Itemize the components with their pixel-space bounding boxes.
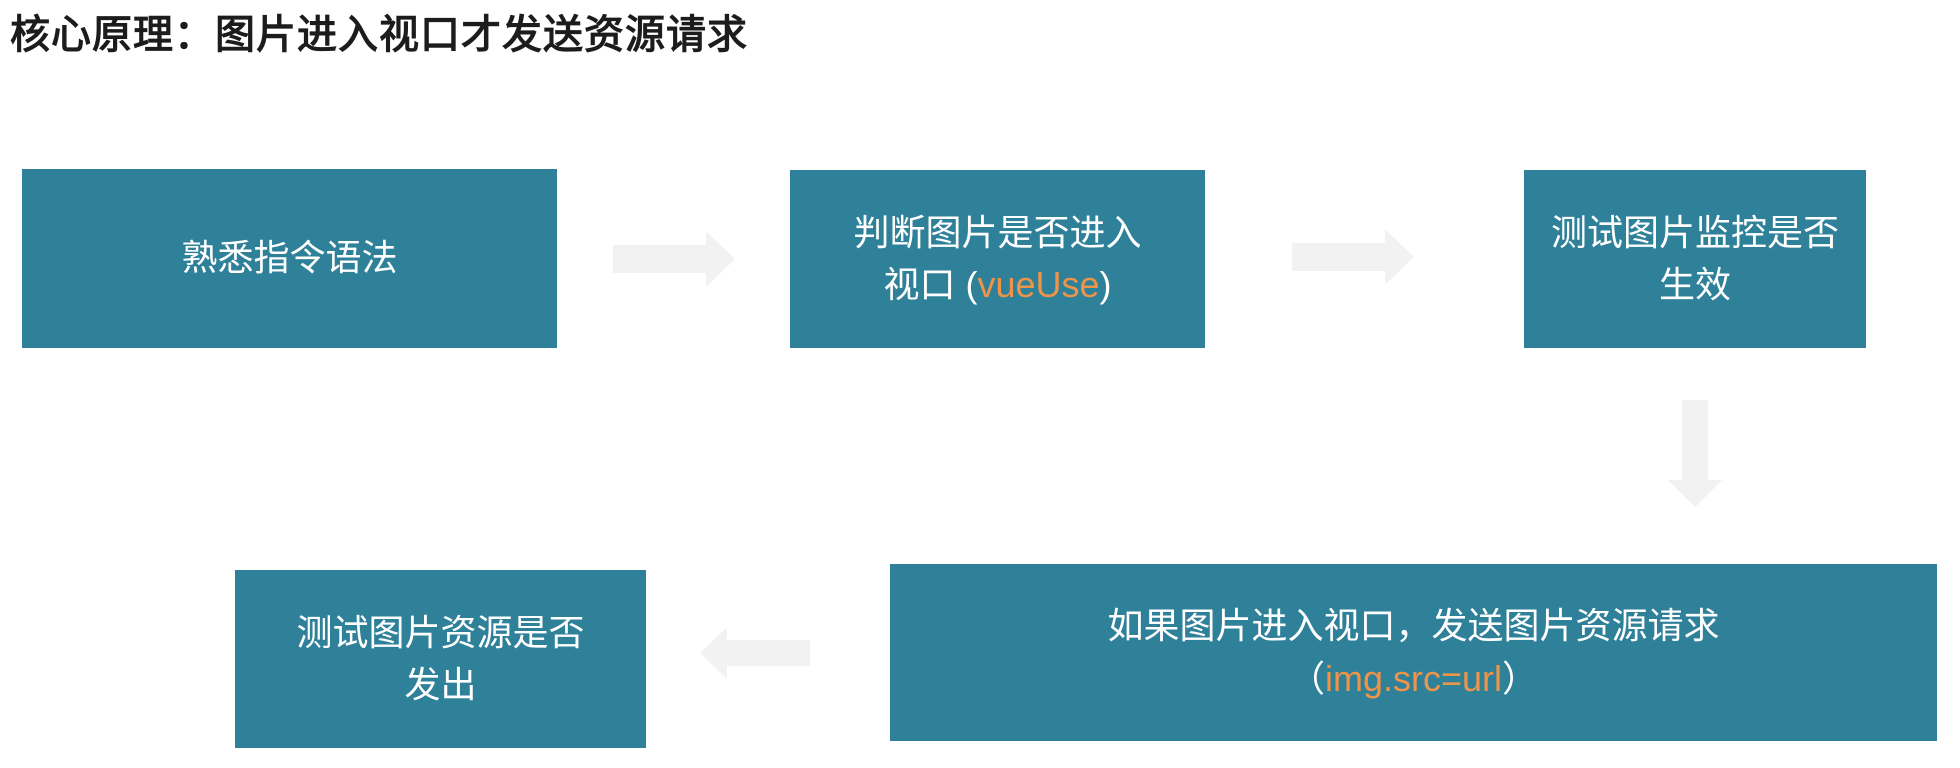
step4-line2-suffix: ） (1502, 657, 1539, 699)
step2-line2-prefix: 视口 ( (883, 264, 978, 305)
flow-step-test-resource-sent: 测试图片资源是否 发出 (235, 570, 646, 748)
step3-line2: 生效 (1658, 264, 1731, 305)
step1-text: 熟悉指令语法 (181, 237, 398, 279)
step2-code-highlight: vueUse (977, 264, 1100, 305)
flow-step-label: 判断图片是否进入 视口 (vueUse) (853, 207, 1141, 311)
step2-line1: 判断图片是否进入 (853, 211, 1142, 253)
flow-step-label: 熟悉指令语法 (181, 232, 397, 284)
step4-line1: 如果图片进入视口，发送图片资源请求 (1107, 605, 1720, 647)
flow-step-label: 测试图片资源是否 发出 (296, 607, 584, 711)
flow-step-judge-viewport: 判断图片是否进入 视口 (vueUse) (790, 170, 1205, 348)
flow-step-send-request: 如果图片进入视口，发送图片资源请求 （img.src=url） (890, 564, 1937, 741)
flow-step-learn-syntax: 熟悉指令语法 (22, 169, 557, 348)
flow-step-label: 测试图片监控是否 生效 (1551, 207, 1839, 311)
step4-code-highlight: img.src=url (1324, 657, 1502, 699)
step2-line2-suffix: ) (1099, 264, 1112, 305)
flow-step-label: 如果图片进入视口，发送图片资源请求 （img.src=url） (1107, 600, 1719, 704)
arrow-right-icon (1292, 229, 1414, 285)
step5-line1: 测试图片资源是否 (296, 611, 585, 653)
arrow-left-icon (700, 627, 810, 679)
flow-step-test-monitor: 测试图片监控是否 生效 (1524, 170, 1866, 348)
step3-line1: 测试图片监控是否 (1550, 211, 1839, 253)
arrow-down-icon (1668, 400, 1722, 507)
page-title: 核心原理：图片进入视口才发送资源请求 (10, 13, 748, 57)
arrow-right-icon (613, 231, 735, 287)
step5-line2: 发出 (404, 664, 477, 705)
step4-line2-prefix: （ (1288, 657, 1325, 699)
